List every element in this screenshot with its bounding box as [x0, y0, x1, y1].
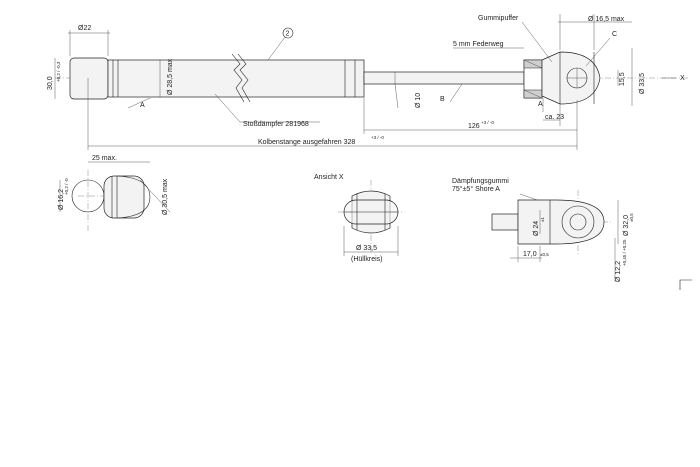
view-x-title: Ansicht X — [314, 174, 344, 181]
view-x: Ansicht X Ø 33,5 (Hüllkreis) — [314, 174, 404, 263]
main-side-view: Ø22 30,0 +0,2 / -0,3 Ø 28,5 max 2 A Stoß… — [47, 14, 690, 150]
dim-25-max: 25 max. — [92, 155, 117, 162]
dim-spring-travel: 5 mm Federweg — [453, 41, 504, 48]
break-line — [231, 53, 245, 103]
dim-328: Kolbenstange ausgefahren 328 — [258, 139, 355, 146]
dim-d16-2: Ø 16,2 — [58, 189, 65, 210]
dim-d10: Ø 10 — [415, 93, 422, 108]
end-cap — [69, 57, 109, 100]
item-marker-2-label: 2 — [286, 31, 290, 38]
dim-15-5: 15,5 — [619, 72, 626, 86]
dim-126: 126 — [468, 123, 480, 130]
label-c: C — [612, 31, 617, 38]
label-gummipuffer: Gummipuffer — [478, 15, 519, 22]
cylinder-tube — [107, 59, 365, 98]
frame-corner-mark — [679, 279, 692, 290]
dim-17-tolerance: ±0,5 — [540, 252, 549, 257]
dim-d32: Ø 32,0 — [623, 215, 630, 236]
dim-30-tolerance: +0,2 / -0,3 — [56, 61, 61, 82]
label-shore-a: 75°±5° Shore A — [452, 185, 500, 193]
dim-d12-2: Ø 12,2 — [615, 261, 622, 282]
dim-17: 17,0 — [523, 251, 537, 258]
detail-housing — [517, 199, 605, 245]
detail-shaft — [491, 213, 519, 231]
piston-rod — [363, 71, 525, 85]
end-view-body — [103, 175, 145, 219]
dim-d24-tolerance: ±1 — [540, 217, 545, 222]
detail-damping-rubber: Dämpfungsgummi 75°±5° Shore A Ø 24 ±1 Ø … — [452, 178, 634, 282]
view-arrow-x: X — [680, 75, 685, 82]
dim-d24: Ø 24 — [533, 221, 540, 236]
dim-d16-2-tolerance: +0,2 / -0 — [64, 178, 69, 195]
dim-d30-5: Ø 30,5 max — [162, 178, 169, 215]
dim-d12-2-tolerance: +0,45 / +0,25 — [622, 239, 627, 266]
dim-d33-5-max: Ø 33,5 — [639, 73, 646, 94]
dim-126-tolerance: +3 / -0 — [481, 120, 494, 125]
break-line — [237, 53, 251, 103]
dim-d32-tolerance: ±0,5 — [629, 213, 634, 222]
leader-b: B — [440, 96, 445, 103]
dim-huellkreis: (Hüllkreis) — [351, 256, 383, 263]
end-view: 25 max. Ø 16,2 +0,2 / -0 Ø 30,5 max — [58, 155, 171, 232]
dim-ca23: ca. 23 — [545, 114, 564, 121]
dim-d28-5: Ø 28,5 max — [167, 58, 174, 95]
item-marker-2 — [282, 27, 294, 39]
part-name: Stoßdämpfer 281968 — [243, 121, 309, 128]
label-daempfungsgummi: Dämpfungsgummi — [452, 178, 509, 185]
leader-a-right: A — [538, 101, 543, 108]
dim-d33-5: Ø 33,5 — [356, 245, 377, 252]
dim-30: 30,0 — [47, 76, 54, 90]
dim-d16-5: Ø 16,5 max — [588, 16, 625, 23]
dim-d22: Ø22 — [78, 25, 91, 32]
leader-a-left: A — [140, 102, 145, 109]
dim-328-tolerance: +3 / -0 — [371, 135, 384, 140]
